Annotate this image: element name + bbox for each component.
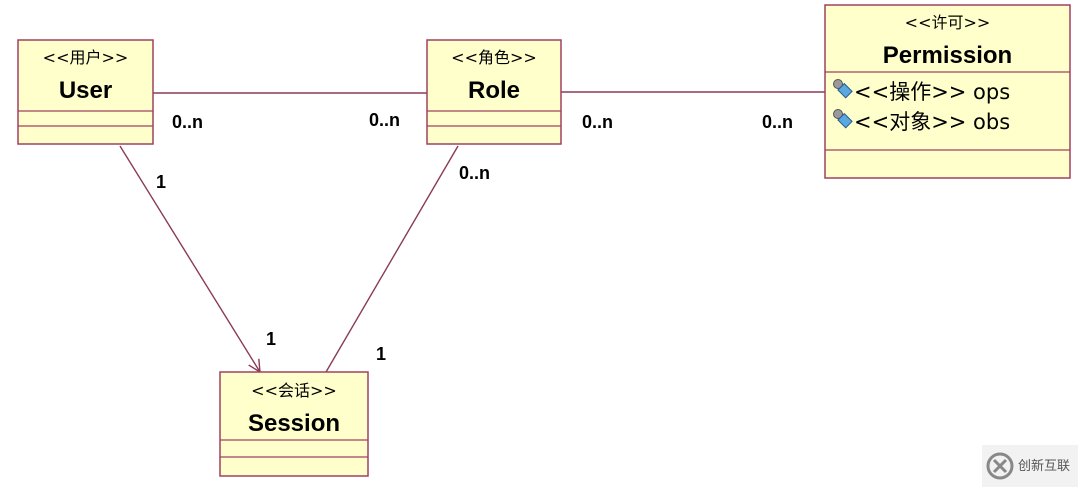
attribute-key-icon <box>833 109 853 129</box>
assoc-user-session[interactable] <box>119 145 260 372</box>
multiplicity-role-session-role-end: 0..n <box>459 163 490 183</box>
session-stereotype: <<会话>> <box>251 381 337 400</box>
attribute-key-icon <box>833 79 853 99</box>
permission-stereotype: <<许可>> <box>905 13 991 32</box>
brand-logo-icon <box>986 452 1014 480</box>
multiplicity-role-session-session-end: 1 <box>376 344 386 364</box>
permission-attribute-ops: <<操作>> ops <box>854 80 1010 104</box>
multiplicity-user-session-session-end: 1 <box>266 329 276 349</box>
session-class-name: Session <box>248 410 340 437</box>
assoc-role-session[interactable] <box>325 145 459 373</box>
multiplicity-user-role-user-end: 0..n <box>172 112 203 132</box>
multiplicity-role-perm-perm-end: 0..n <box>762 112 793 132</box>
class-role[interactable]: <<角色>> Role <box>426 39 562 145</box>
permission-attribute-obs: <<对象>> obs <box>854 110 1010 134</box>
user-class-name: User <box>59 77 112 104</box>
class-user[interactable]: <<用户>> User <box>17 39 154 145</box>
class-session[interactable]: <<会话>> Session <box>219 371 369 477</box>
multiplicity-role-perm-role-end: 0..n <box>582 112 613 132</box>
watermark-text: 创新互联 <box>1018 458 1071 474</box>
permission-class-name: Permission <box>883 42 1012 69</box>
multiplicity-user-role-role-end: 0..n <box>369 110 400 130</box>
watermark: 创新互联 <box>982 445 1078 487</box>
user-stereotype: <<用户>> <box>43 48 129 67</box>
role-stereotype: <<角色>> <box>451 48 537 67</box>
role-class-name: Role <box>468 77 520 104</box>
multiplicity-user-session-user-end: 1 <box>156 172 166 192</box>
class-permission[interactable]: <<许可>> Permission <<操作>> ops <<对象>> obs <box>824 4 1071 179</box>
